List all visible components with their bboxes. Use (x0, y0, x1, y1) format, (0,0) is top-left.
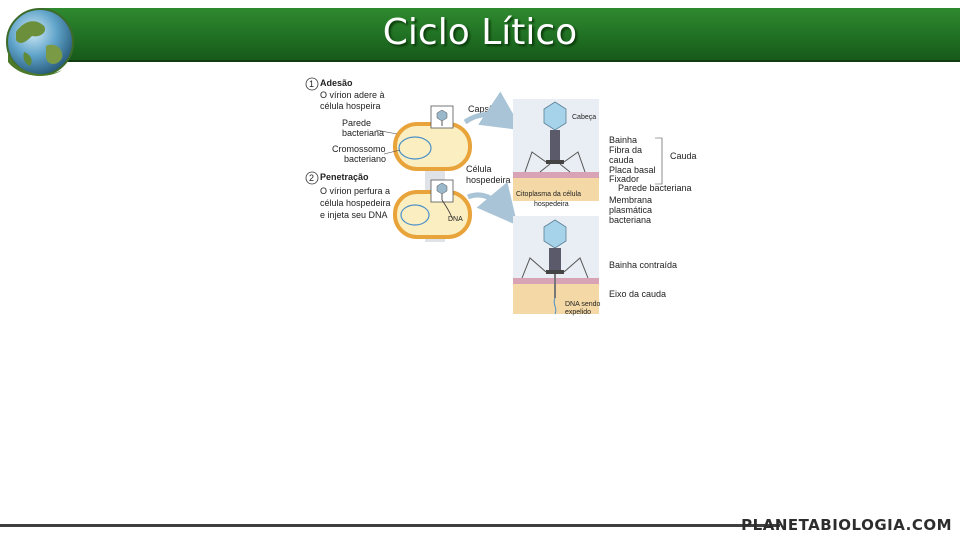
label-tail: Cauda (670, 151, 697, 161)
header-bar (40, 8, 960, 62)
label-tail-fiber-1: Fibra da (609, 145, 642, 155)
label-sheath: Bainha (609, 135, 637, 145)
step2-heading: Penetração (320, 172, 369, 182)
phage-detail-panel-1 (513, 99, 599, 201)
brand-logo-text: PLANETABIOLOGIA.COM (741, 516, 952, 534)
footer-line (0, 524, 780, 527)
label-pin: Fixador (609, 174, 639, 184)
step1-number-circle (305, 77, 319, 91)
label-cytoplasm-1: Citoplasma da célula (516, 191, 581, 198)
label-membrane-3: bacteriana (609, 215, 651, 225)
slide-footer: PLANETABIOLOGIA.COM (0, 514, 960, 540)
label-cytoplasm-2: hospedeira (534, 201, 569, 208)
label-contracted-sheath: Bainha contraída (609, 260, 677, 270)
label-chromosome-2: bacteriano (344, 154, 386, 164)
label-host-cell-1: Célula (466, 164, 492, 174)
tail-bracket (655, 137, 663, 185)
label-base-plate: Placa basal (609, 165, 656, 175)
label-dna-expelled-2: expelido (565, 309, 591, 316)
label-membrane-1: Membrana (609, 195, 652, 205)
step2-text-line3: e injeta seu DNA (320, 210, 388, 220)
step1-number: 1 (309, 79, 314, 89)
label-chromosome-1: Cromossomo (332, 144, 386, 154)
step2-number: 2 (309, 173, 314, 183)
arrow-to-detail-2 (467, 181, 518, 226)
label-cell-wall-2: bacteriana (342, 128, 384, 138)
lytic-cycle-diagram: 1 Adesão O vírion adere à célula hospeir… (305, 77, 697, 316)
step2-text-line1: O vírion perfura a (320, 186, 390, 196)
label-head: Cabeça (572, 114, 596, 121)
slide-header: Ciclo Lítico (0, 0, 960, 76)
phage-detail-panel-2 (513, 216, 599, 315)
step1-text-line1: O vírion adere à (320, 90, 385, 100)
bacterial-cell-1 (393, 105, 472, 171)
label-cell-wall-detail: Parede bacteriana (618, 183, 692, 193)
slide-title: Ciclo Lítico (382, 12, 578, 53)
label-dna: DNA (448, 216, 463, 223)
arrow-to-detail-1 (463, 91, 523, 131)
step2-text-line2: célula hospedeira (320, 198, 391, 208)
label-cell-wall-1: Parede (342, 118, 371, 128)
globe-icon (6, 8, 74, 76)
step1-heading: Adesão (320, 78, 353, 88)
label-tail-fiber-2: cauda (609, 155, 634, 165)
step2-number-circle (305, 171, 319, 185)
label-host-cell-2: hospedeira (466, 175, 511, 185)
bacterial-cell-2 (393, 179, 472, 239)
step1-text-line2: célula hospeira (320, 101, 381, 111)
label-dna-expelled-1: DNA sendo (565, 301, 601, 308)
label-membrane-2: plasmática (609, 205, 652, 215)
label-tail-core: Eixo da cauda (609, 289, 666, 299)
